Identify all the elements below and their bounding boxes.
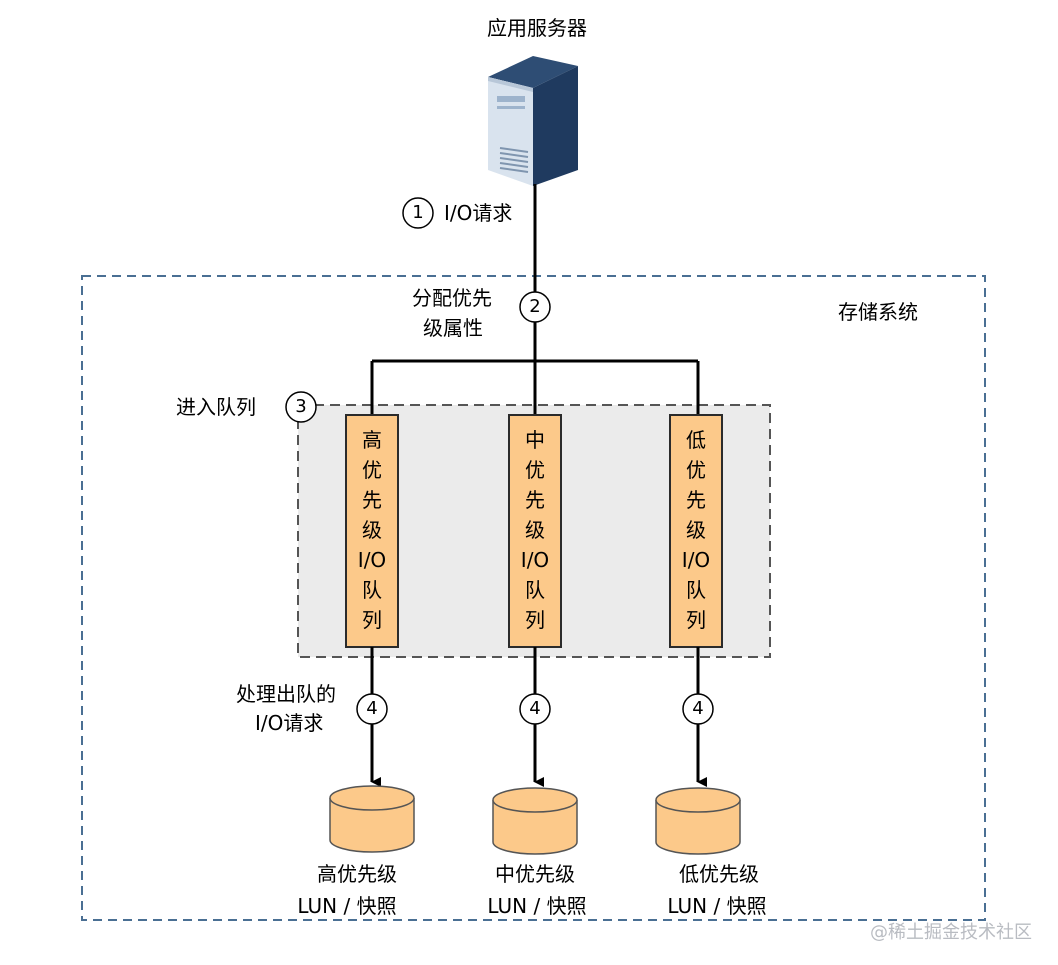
step3-label: 进入队列 — [176, 395, 256, 419]
step4-circle-mid — [519, 693, 551, 725]
queue-mid-char: I/O — [520, 548, 550, 572]
queue-high-char: 先 — [362, 488, 382, 512]
queue-low — [669, 414, 723, 648]
queue-mid — [508, 414, 562, 648]
step4-label-line2: I/O请求 — [255, 711, 324, 735]
step1-number: 1 — [412, 202, 424, 223]
queue-high-label: 高 优 先 级 I/O 队 列 — [346, 425, 398, 635]
step4-circle-low — [682, 693, 714, 725]
queue-low-char: 优 — [686, 458, 706, 482]
step3-circle — [285, 391, 317, 423]
queue-low-char: 先 — [686, 488, 706, 512]
queue-mid-char: 队 — [525, 578, 545, 602]
queue-high-char: 高 — [362, 428, 382, 452]
queue-low-label: 低 优 先 级 I/O 队 列 — [670, 425, 722, 635]
step2-circle — [519, 291, 551, 323]
storage-system-title: 存储系统 — [838, 300, 918, 324]
queue-high-char: 队 — [362, 578, 382, 602]
queue-mid-char: 级 — [525, 518, 545, 542]
step4-number-low: 4 — [692, 698, 704, 719]
step3-number: 3 — [295, 396, 307, 417]
queue-high-char: I/O — [357, 548, 387, 572]
lun-low-label-line2: LUN / 快照 — [667, 894, 767, 918]
step2-number: 2 — [529, 296, 541, 317]
step4-number-mid: 4 — [529, 698, 541, 719]
queue-high-char: 列 — [362, 608, 382, 632]
lun-mid-label-line2: LUN / 快照 — [487, 894, 587, 918]
lun-low-label-line1: 低优先级 — [679, 862, 759, 886]
queue-low-char: 级 — [686, 518, 706, 542]
server-title: 应用服务器 — [487, 16, 587, 40]
queue-high-char: 优 — [362, 458, 382, 482]
step2-label-line2: 级属性 — [423, 316, 483, 340]
queue-mid-char: 列 — [525, 608, 545, 632]
queue-low-char: 列 — [686, 608, 706, 632]
queue-mid-char: 中 — [525, 428, 545, 452]
watermark: @稀土掘金技术社区 — [870, 922, 1032, 943]
step4-circle-high — [356, 693, 388, 725]
step1-label: I/O请求 — [444, 201, 513, 225]
lun-mid-cylinder — [492, 787, 578, 855]
queue-high-char: 级 — [362, 518, 382, 542]
lun-high-cylinder — [329, 785, 415, 853]
lun-high-label-line2: LUN / 快照 — [297, 894, 397, 918]
server-icon — [488, 56, 578, 186]
queue-mid-label: 中 优 先 级 I/O 队 列 — [509, 425, 561, 635]
queue-low-char: I/O — [681, 548, 711, 572]
queue-low-char: 低 — [686, 428, 706, 452]
queue-low-char: 队 — [686, 578, 706, 602]
lun-mid-label-line1: 中优先级 — [495, 862, 575, 886]
step4-number-high: 4 — [366, 698, 378, 719]
lun-high-label-line1: 高优先级 — [317, 862, 397, 886]
step1-circle — [402, 197, 434, 229]
lun-low-cylinder — [655, 787, 741, 855]
queue-mid-char: 优 — [525, 458, 545, 482]
queue-mid-char: 先 — [525, 488, 545, 512]
step2-label-line1: 分配优先 — [412, 286, 492, 310]
step4-label-line1: 处理出队的 — [236, 682, 336, 706]
